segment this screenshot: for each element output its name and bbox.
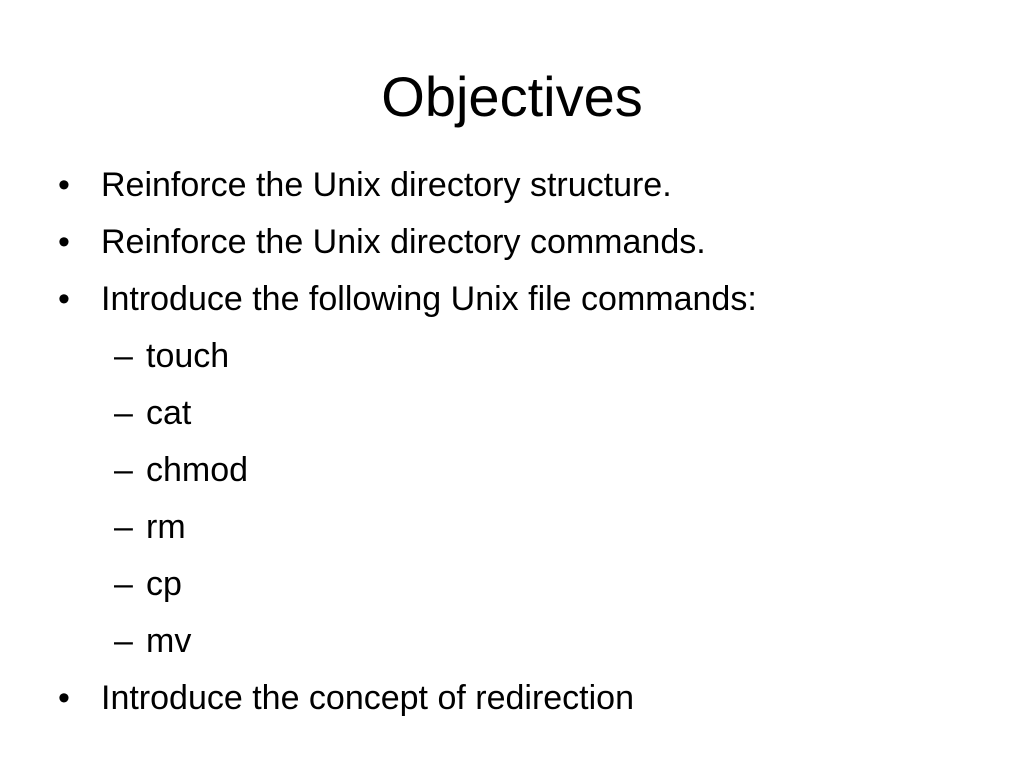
dash-marker: – <box>114 451 133 489</box>
dash-marker: – <box>114 622 133 660</box>
sub-list-item: – chmod <box>114 450 249 490</box>
sub-list-item-text: touch <box>146 337 230 375</box>
sub-list-item: – touch <box>114 336 230 376</box>
sub-list-item: – mv <box>114 621 192 661</box>
sub-list-item-text: cp <box>146 565 182 603</box>
slide-title: Objectives <box>381 65 643 128</box>
sub-list-item: – cat <box>114 393 192 433</box>
sub-list-item-text: rm <box>146 508 186 546</box>
list-item-text: Reinforce the Unix directory structure. <box>101 166 672 204</box>
bullet-marker: • <box>58 223 70 261</box>
list-item-text: Introduce the concept of redirection <box>101 679 634 717</box>
sub-list-item-text: cat <box>146 394 192 432</box>
sub-list-item-text: chmod <box>146 451 249 489</box>
list-item: • Reinforce the Unix directory structure… <box>58 165 672 205</box>
dash-marker: – <box>114 394 133 432</box>
dash-marker: – <box>114 337 133 375</box>
sub-list-item-text: mv <box>146 622 192 660</box>
bullet-marker: • <box>58 166 70 204</box>
dash-marker: – <box>114 565 133 603</box>
bullet-marker: • <box>58 280 70 318</box>
list-item-text: Reinforce the Unix directory commands. <box>101 223 706 261</box>
list-item: • Reinforce the Unix directory commands. <box>58 222 706 262</box>
dash-marker: – <box>114 508 133 546</box>
sub-list-item: – cp <box>114 564 182 604</box>
bullet-marker: • <box>58 679 70 717</box>
list-item: • Introduce the concept of redirection <box>58 678 634 718</box>
sub-list-item: – rm <box>114 507 186 547</box>
list-item-text: Introduce the following Unix file comman… <box>101 280 757 318</box>
list-item: • Introduce the following Unix file comm… <box>58 279 757 319</box>
